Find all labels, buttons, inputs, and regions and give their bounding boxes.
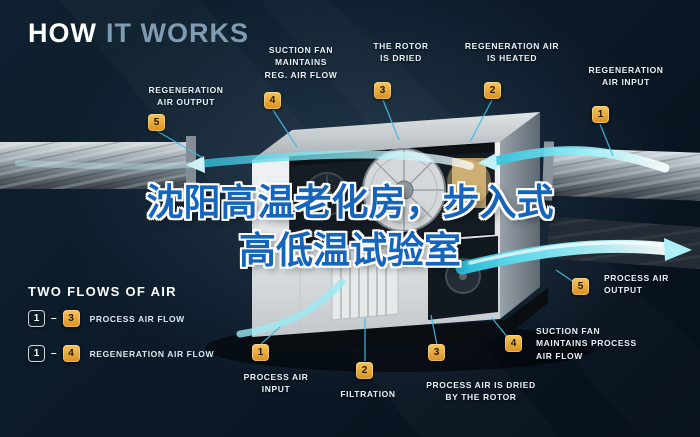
page-title-it-works: IT WORKS [105,18,249,48]
legend-badge-from: 1 [28,310,45,327]
legend-badge-to: 4 [62,345,80,362]
process-fan-section [428,236,498,320]
callout-process-air-output: PROCESS AIR OUTPUT [604,273,669,296]
filter-section [331,246,399,321]
legend-heading: TWO FLOWS OF AIR [28,284,177,299]
legend-label-regeneration: REGENERATION AIR FLOW [89,348,215,359]
legend-separator: – [51,313,57,324]
callout-filtration: FILTRATION [340,389,396,399]
legend-badge-from: 1 [28,345,45,362]
step-badge-2-process: 2 [356,362,373,379]
legend-row-regeneration-air-flow: 1 – 4 REGENERATION AIR FLOW [28,345,214,362]
step-badge-1-process: 1 [252,344,269,361]
desiccant-rotor [362,148,446,232]
machine-base [246,288,548,355]
callout-regeneration-air-output: REGENERATION AIR OUTPUT [148,85,224,108]
callout-rotor-is-dried: THE ROTOR IS DRIED [373,41,429,64]
step-badge-3-process: 3 [428,344,445,361]
callout-regeneration-air-input: REGENERATION AIR INPUT [588,65,664,88]
step-badge-1-regeneration: 1 [592,106,609,123]
callout-process-air-input: PROCESS AIR INPUT [243,372,309,395]
callout-suction-fan-reg: SUCTION FAN MAINTAINS REG. AIR FLOW [264,45,338,80]
step-badge-5-process: 5 [572,278,589,295]
legend-row-process-air-flow: 1 – 3 PROCESS AIR FLOW [28,310,185,327]
step-badge-5-regeneration: 5 [148,114,165,131]
step-badge-4-process: 4 [505,335,522,352]
airflow-swooshes [15,146,692,338]
overlay-chinese-line2: 高低温试验室 [239,230,461,271]
step-badge-4-regeneration: 4 [264,92,281,109]
legend-label-process: PROCESS AIR FLOW [89,313,185,324]
legend-badge-to: 3 [62,310,80,327]
page-title-how: HOW [28,18,97,48]
legend-separator: – [51,348,57,359]
overlay-chinese-line1: 沈阳高温老化房，步入式 [146,182,554,223]
regeneration-fan [305,172,349,216]
page-title: HOW IT WORKS [28,18,249,49]
callout-regeneration-air-heated: REGENERATION AIR IS HEATED [464,41,560,64]
machine-interior [289,142,495,249]
callout-process-air-dried: PROCESS AIR IS DRIED BY THE ROTOR [426,380,536,403]
step-badge-2-regeneration: 2 [484,82,501,99]
callout-suction-fan-process: SUCTION FAN MAINTAINS PROCESS AIR FLOW [536,326,637,361]
step-badge-3-regeneration: 3 [374,82,391,99]
